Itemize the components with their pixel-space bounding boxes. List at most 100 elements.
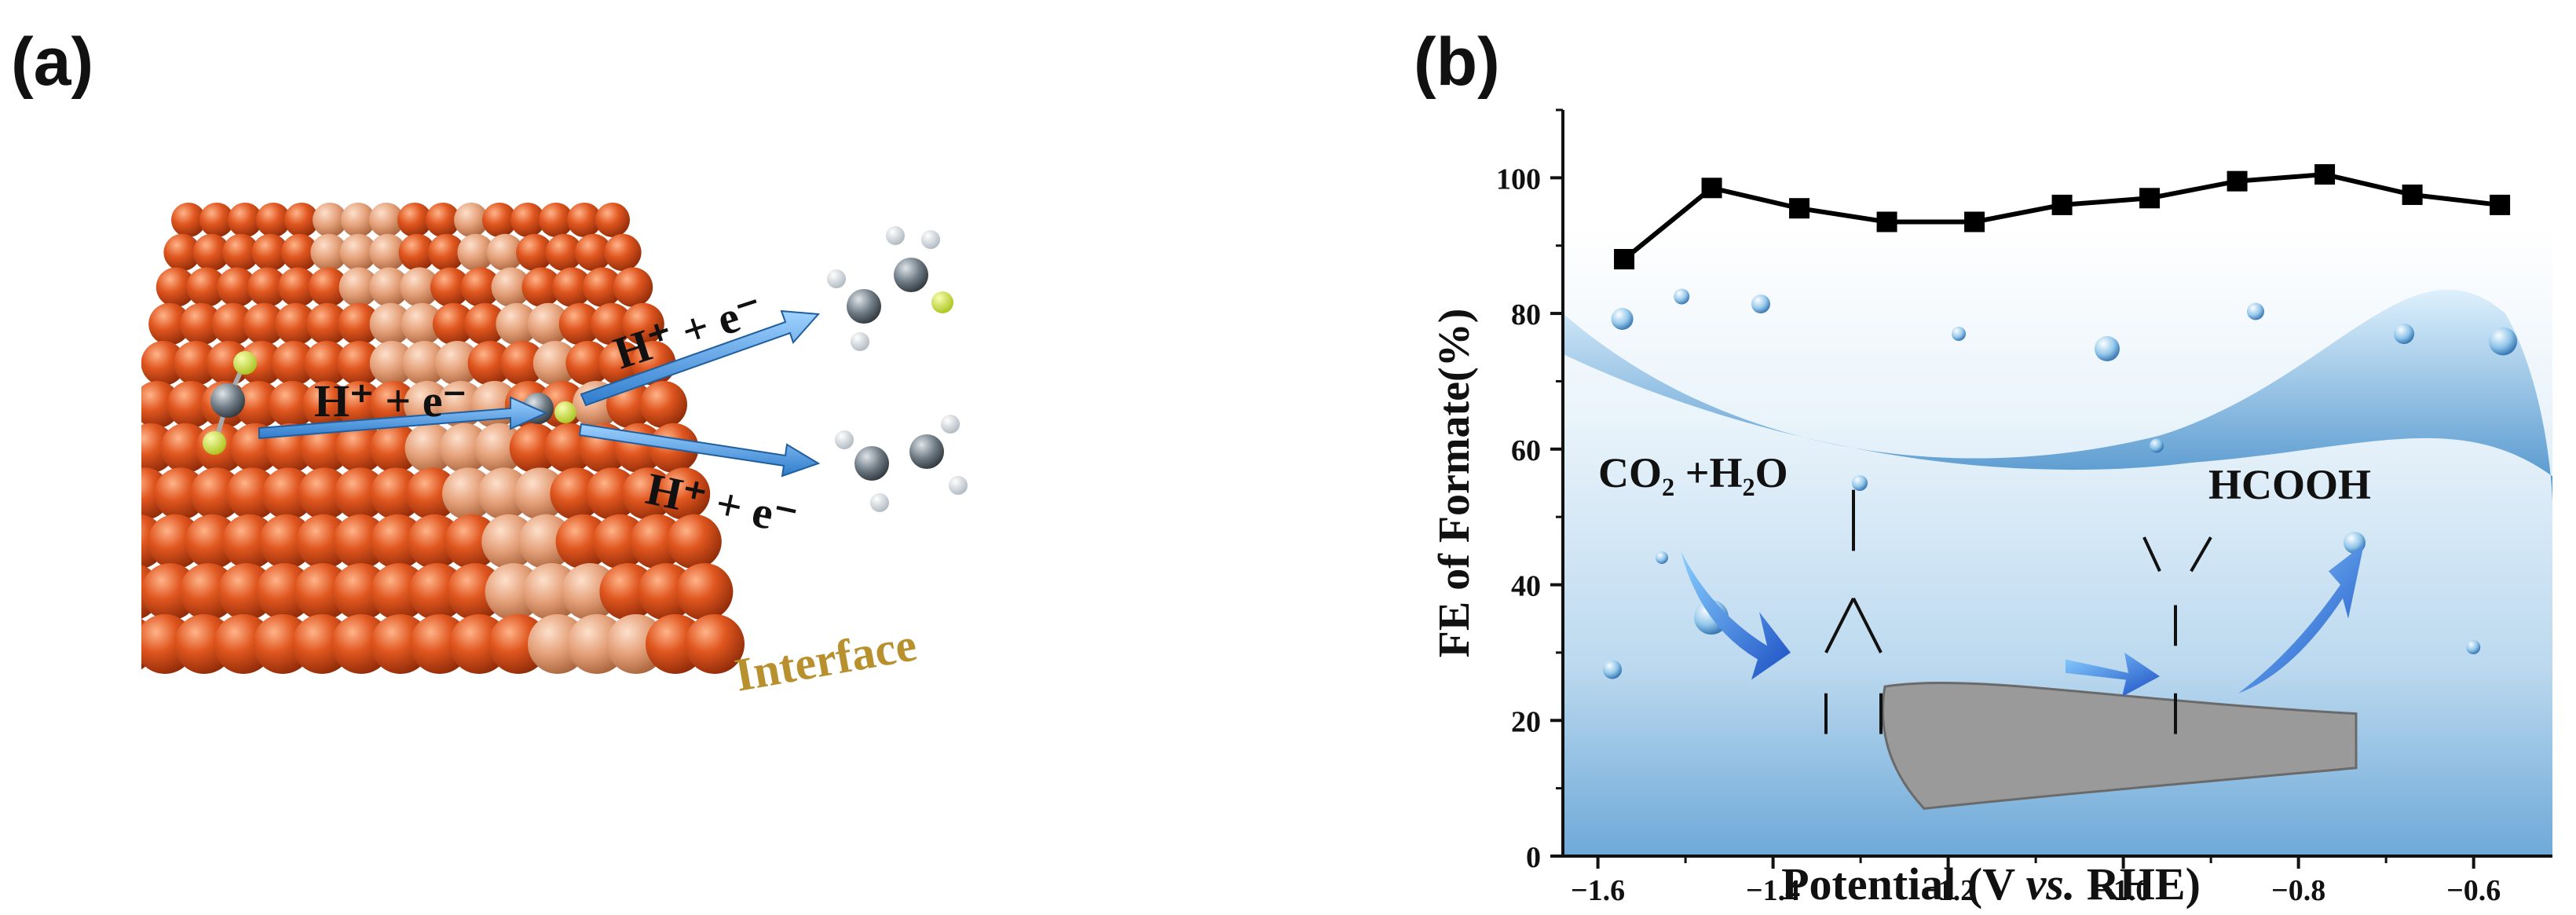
copper-atom (464, 302, 507, 346)
copper-atom (640, 381, 687, 428)
arrow-2 (580, 309, 821, 407)
copper-atom (532, 341, 578, 386)
water-bubble (1611, 308, 1634, 330)
copper-atom (338, 267, 379, 307)
water-bubble (2394, 324, 2414, 344)
copper-atom (426, 203, 460, 237)
copper-surface (96, 203, 745, 674)
copper-atom (235, 381, 282, 428)
carbon-atom (854, 446, 889, 481)
fe-series (1614, 164, 2511, 269)
panel-a-illustration: H⁺ + e⁻ H⁺ + e⁻ H⁺ + e⁻ Interface (96, 188, 1382, 785)
copper-atom (192, 233, 230, 271)
chart-labels: FE of Formate(%) (1430, 309, 1479, 658)
hydrogen-atom (886, 226, 905, 245)
copper-atom (527, 302, 570, 346)
hydrogen-atom (941, 415, 960, 434)
y-tick-label: 60 (1511, 434, 1541, 467)
copper-atom (269, 381, 316, 428)
copper-atom (486, 233, 524, 271)
flow-arrow (1681, 551, 1791, 680)
copper-atom (337, 341, 382, 386)
copper-atom (304, 341, 349, 386)
copper-atom (247, 267, 287, 307)
copper-atom (402, 341, 448, 386)
copper-atom (369, 233, 407, 271)
data-point (2227, 170, 2248, 192)
copper-atom (435, 341, 480, 386)
y-tick-label: 80 (1511, 298, 1541, 331)
interface-scene: H⁺ + e⁻ H⁺ + e⁻ H⁺ + e⁻ Interface (96, 203, 968, 701)
x-tick-label: −0.8 (2271, 874, 2325, 907)
copper-atom (243, 302, 286, 346)
water-bubble (1603, 660, 1622, 679)
carbon-atom (894, 258, 928, 292)
oxygen-atom (203, 431, 226, 455)
x-axis-label: Potential (V vs. RHE) (1781, 858, 2201, 910)
data-point (1876, 211, 1897, 232)
copper-atom (338, 302, 380, 346)
copper-atom (474, 423, 525, 473)
panel-b-label: (b) (1414, 24, 1500, 100)
copper-atom (667, 514, 722, 569)
copper-atom (211, 302, 254, 346)
copper-atom (558, 302, 602, 346)
copper-atom (552, 267, 592, 307)
x-tick-label: −0.6 (2446, 874, 2501, 907)
copper-atom (583, 267, 623, 307)
oxygen-atom (931, 291, 953, 313)
copper-atom (622, 467, 675, 520)
reaction-label-1: H⁺ + e⁻ (314, 375, 467, 426)
copper-atom (457, 233, 495, 271)
copper-atom (575, 233, 613, 271)
copper-atom (339, 233, 377, 271)
x-tick-label: −1.6 (1571, 874, 1625, 907)
copper-atom (334, 467, 386, 520)
water-bubble (2489, 327, 2517, 356)
copper-atom (500, 341, 545, 386)
copper-atom (186, 267, 226, 307)
reactants-label: CO₂ +H₂O (1598, 449, 1788, 496)
copper-atom (369, 341, 415, 386)
copper-atom (306, 302, 349, 346)
copper-atom (160, 423, 210, 473)
copper-atom (141, 341, 186, 386)
copper-atom (397, 203, 432, 237)
y-tick-label: 0 (1526, 841, 1541, 874)
copper-atom (401, 302, 444, 346)
copper-atom (217, 267, 257, 307)
arrow-3 (578, 423, 821, 478)
copper-atom (262, 467, 315, 520)
copper-atom (199, 203, 234, 237)
copper-atom (406, 467, 459, 520)
copper-atom (400, 267, 440, 307)
water-wave (1563, 289, 2552, 503)
copper-atom (163, 233, 201, 271)
copper-atom (430, 267, 470, 307)
catalyst-particle (1882, 681, 2358, 811)
interface-label: Interface (731, 618, 920, 701)
copper-atom (281, 233, 319, 271)
product-label: HCOOH (2208, 461, 2371, 508)
hydrogen-atom (921, 230, 940, 249)
x-tick-label: −1.2 (1921, 874, 1975, 907)
copper-atom (148, 302, 191, 346)
copper-atom (174, 341, 218, 386)
copper-atom (496, 302, 538, 346)
copper-atom (167, 381, 214, 428)
copper-atom (516, 233, 554, 271)
oxygen-atom (554, 401, 576, 423)
copper-atom (454, 203, 488, 237)
copper-atom (433, 302, 475, 346)
copper-atom (272, 341, 317, 386)
y-tick-label: 20 (1511, 705, 1541, 738)
water-bubble (1656, 551, 1668, 564)
copper-atom (239, 341, 284, 386)
copper-atom (228, 203, 262, 237)
copper-atom (586, 467, 639, 520)
copper-atom (567, 203, 602, 237)
copper-atom (398, 233, 436, 271)
copper-atom (369, 267, 409, 307)
